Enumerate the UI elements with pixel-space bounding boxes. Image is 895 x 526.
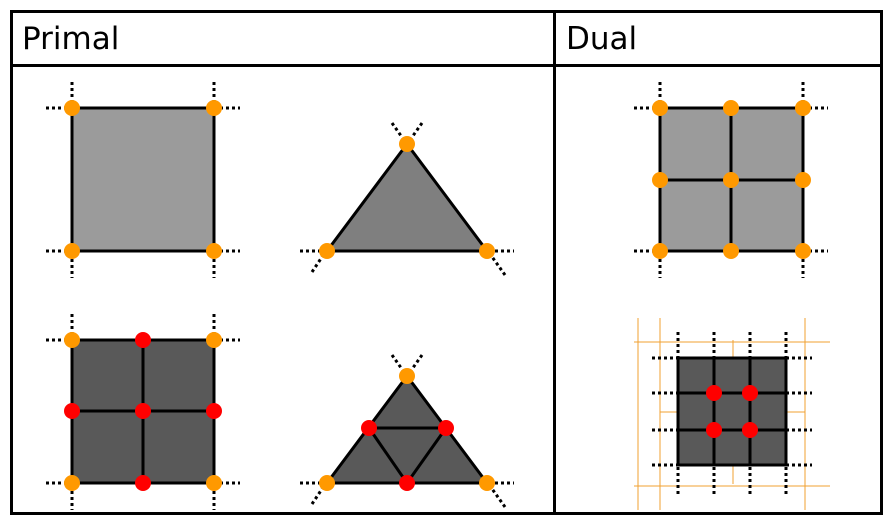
corner-node <box>206 475 222 491</box>
corner-node <box>723 172 739 188</box>
interior-node <box>135 332 151 348</box>
interior-node <box>438 420 454 436</box>
corner-node <box>64 332 80 348</box>
corner-node <box>652 172 668 188</box>
interior-node <box>742 422 758 438</box>
interior-node <box>706 422 722 438</box>
interior-node <box>742 385 758 401</box>
dual-square-coarse <box>634 82 828 278</box>
primal-square-refined <box>46 314 240 510</box>
corner-node <box>479 475 495 491</box>
corner-node <box>399 368 415 384</box>
dual-square-refined <box>634 318 830 510</box>
corner-node <box>206 332 222 348</box>
corner-node <box>795 100 811 116</box>
corner-node <box>652 100 668 116</box>
table-border <box>10 10 883 515</box>
header-primal: Primal <box>22 21 120 57</box>
interior-node <box>399 475 415 491</box>
interior-node <box>361 420 377 436</box>
corner-node <box>64 100 80 116</box>
corner-node <box>206 100 222 116</box>
interior-node <box>135 403 151 419</box>
corner-node <box>723 100 739 116</box>
primal-triangle-coarse <box>300 122 514 276</box>
corner-node <box>319 243 335 259</box>
corner-node <box>319 475 335 491</box>
corner-node <box>795 172 811 188</box>
corner-node <box>206 243 222 259</box>
header-dual: Dual <box>566 21 638 57</box>
corner-node <box>64 243 80 259</box>
interior-node <box>64 403 80 419</box>
corner-node <box>652 243 668 259</box>
corner-node <box>795 243 811 259</box>
corner-node <box>399 136 415 152</box>
corner-node <box>723 243 739 259</box>
primal-triangle-refined <box>300 354 514 508</box>
corner-node <box>479 243 495 259</box>
interior-node <box>135 475 151 491</box>
interior-node <box>706 385 722 401</box>
primal-square-coarse <box>46 82 240 278</box>
corner-node <box>64 475 80 491</box>
interior-node <box>206 403 222 419</box>
